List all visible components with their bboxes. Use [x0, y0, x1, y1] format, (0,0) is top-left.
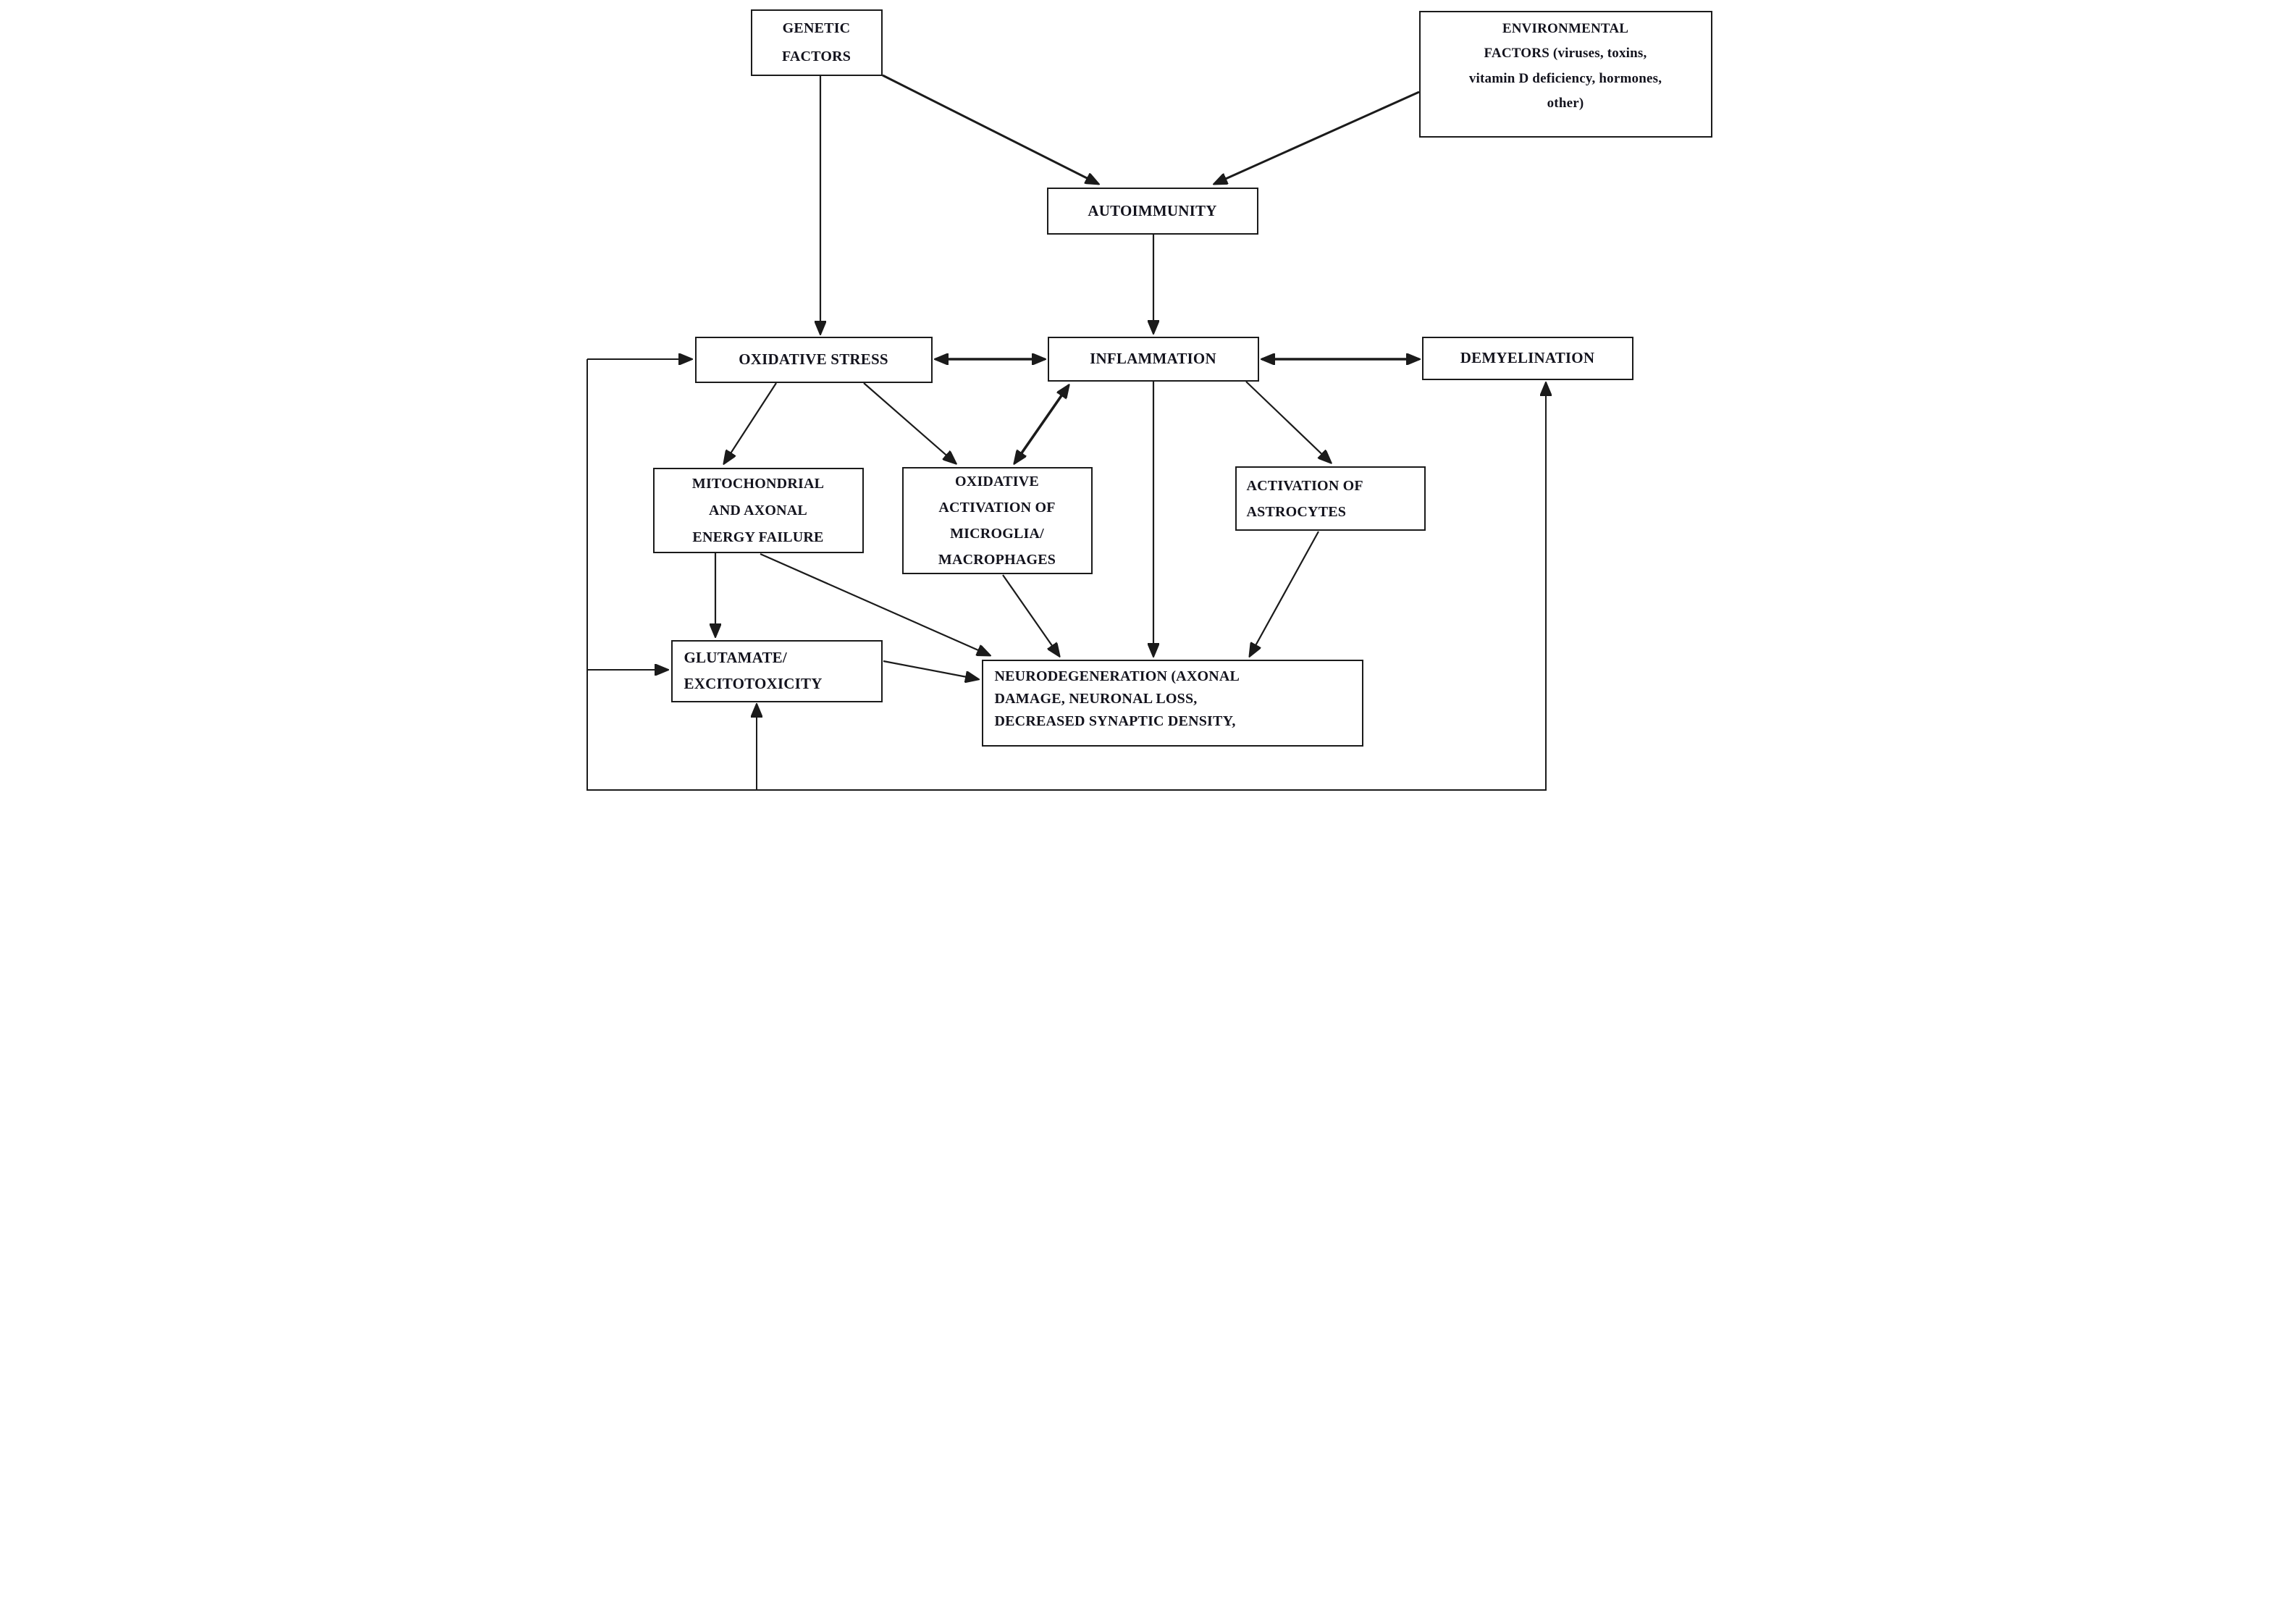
node-label-line: DAMAGE, NEURONAL LOSS, [994, 691, 1198, 707]
edge-environmental-to-autoimmunity [1214, 91, 1420, 184]
node-mitochondrial-axonal-energy-failure: MITOCHONDRIAL AND AXONAL ENERGY FAILURE [652, 468, 864, 553]
node-label-line: ACTIVATION OF [1246, 477, 1363, 494]
edge-microglia-to-neurodegeneration [1001, 574, 1059, 656]
node-label-line: GENETIC [782, 20, 851, 36]
node-label-line: ENERGY FAILURE [692, 529, 824, 545]
node-label-line: FACTORS [781, 49, 851, 64]
node-inflammation: INFLAMMATION [1047, 337, 1259, 382]
node-label-line: GLUTAMATE/ [684, 649, 787, 667]
node-label-line: vitamin D deficiency, hormones, [1468, 70, 1662, 86]
node-label-line: OXIDATIVE STRESS [739, 350, 888, 369]
node-autoimmunity: AUTOIMMUNITY [1046, 188, 1258, 235]
node-activation-astrocytes: ACTIVATION OF ASTROCYTES [1235, 466, 1426, 531]
node-label-line: MICROGLIA/ [950, 526, 1044, 542]
edge-oxidative-stress-to-microglia [862, 382, 956, 463]
edge-inflammation-to-astrocytes [1245, 381, 1331, 463]
node-genetic-factors: GENETIC FACTORS [750, 9, 883, 76]
node-environmental-factors: ENVIRONMENTAL FACTORS (viruses, toxins, … [1418, 11, 1712, 138]
arrow-layer [586, 74, 1723, 791]
edge-microglia-inflammation-bidirectional [1014, 385, 1069, 463]
node-label-line: ACTIVATION OF [938, 500, 1056, 516]
node-label-line: DEMYELINATION [1460, 349, 1595, 367]
node-label-line: DECREASED SYNAPTIC DENSITY, [994, 713, 1236, 729]
node-label-line: MITOCHONDRIAL [691, 475, 825, 492]
node-glutamate-excitotoxicity: GLUTAMATE/ EXCITOTOXICITY [670, 640, 883, 702]
node-label-line: ENVIRONMENTAL [1502, 21, 1629, 37]
node-label-line: FACTORS (viruses, toxins, [1484, 46, 1647, 62]
node-label-line: NEURODEGENERATION (AXONAL [994, 668, 1240, 684]
node-label-line: EXCITOTOXICITY [684, 675, 823, 692]
edge-genetic-to-autoimmunity [881, 74, 1098, 184]
node-neurodegeneration: NEURODEGENERATION (AXONAL DAMAGE, NEURON… [981, 660, 1363, 747]
edge-feedback-loop-to-demyelination [586, 359, 1546, 791]
edge-astrocytes-to-neurodegeneration [1250, 531, 1319, 656]
node-demyelination: DEMYELINATION [1421, 337, 1633, 380]
node-label-line: AND AXONAL [709, 502, 807, 518]
node-label-line: OXIDATIVE [955, 474, 1039, 489]
node-label-line: ASTROCYTES [1246, 503, 1347, 520]
node-label-line: AUTOIMMUNITY [1088, 201, 1217, 219]
node-oxidative-activation-microglia: OXIDATIVE ACTIVATION OF MICROGLIA/ MACRO… [901, 467, 1093, 574]
node-label-line: INFLAMMATION [1090, 350, 1216, 368]
edge-mitochondrial-to-neurodegeneration [760, 552, 990, 655]
edge-glutamate-to-neurodegeneration [883, 660, 978, 679]
node-label-line: MACROPHAGES [938, 552, 1056, 568]
node-oxidative-stress: OXIDATIVE STRESS [694, 337, 933, 383]
node-label-line: other) [1547, 95, 1584, 111]
edge-oxidative-stress-to-mitochondrial [724, 382, 777, 463]
diagram-canvas: GENETIC FACTORS ENVIRONMENTAL FACTORS (v… [573, 0, 1723, 801]
